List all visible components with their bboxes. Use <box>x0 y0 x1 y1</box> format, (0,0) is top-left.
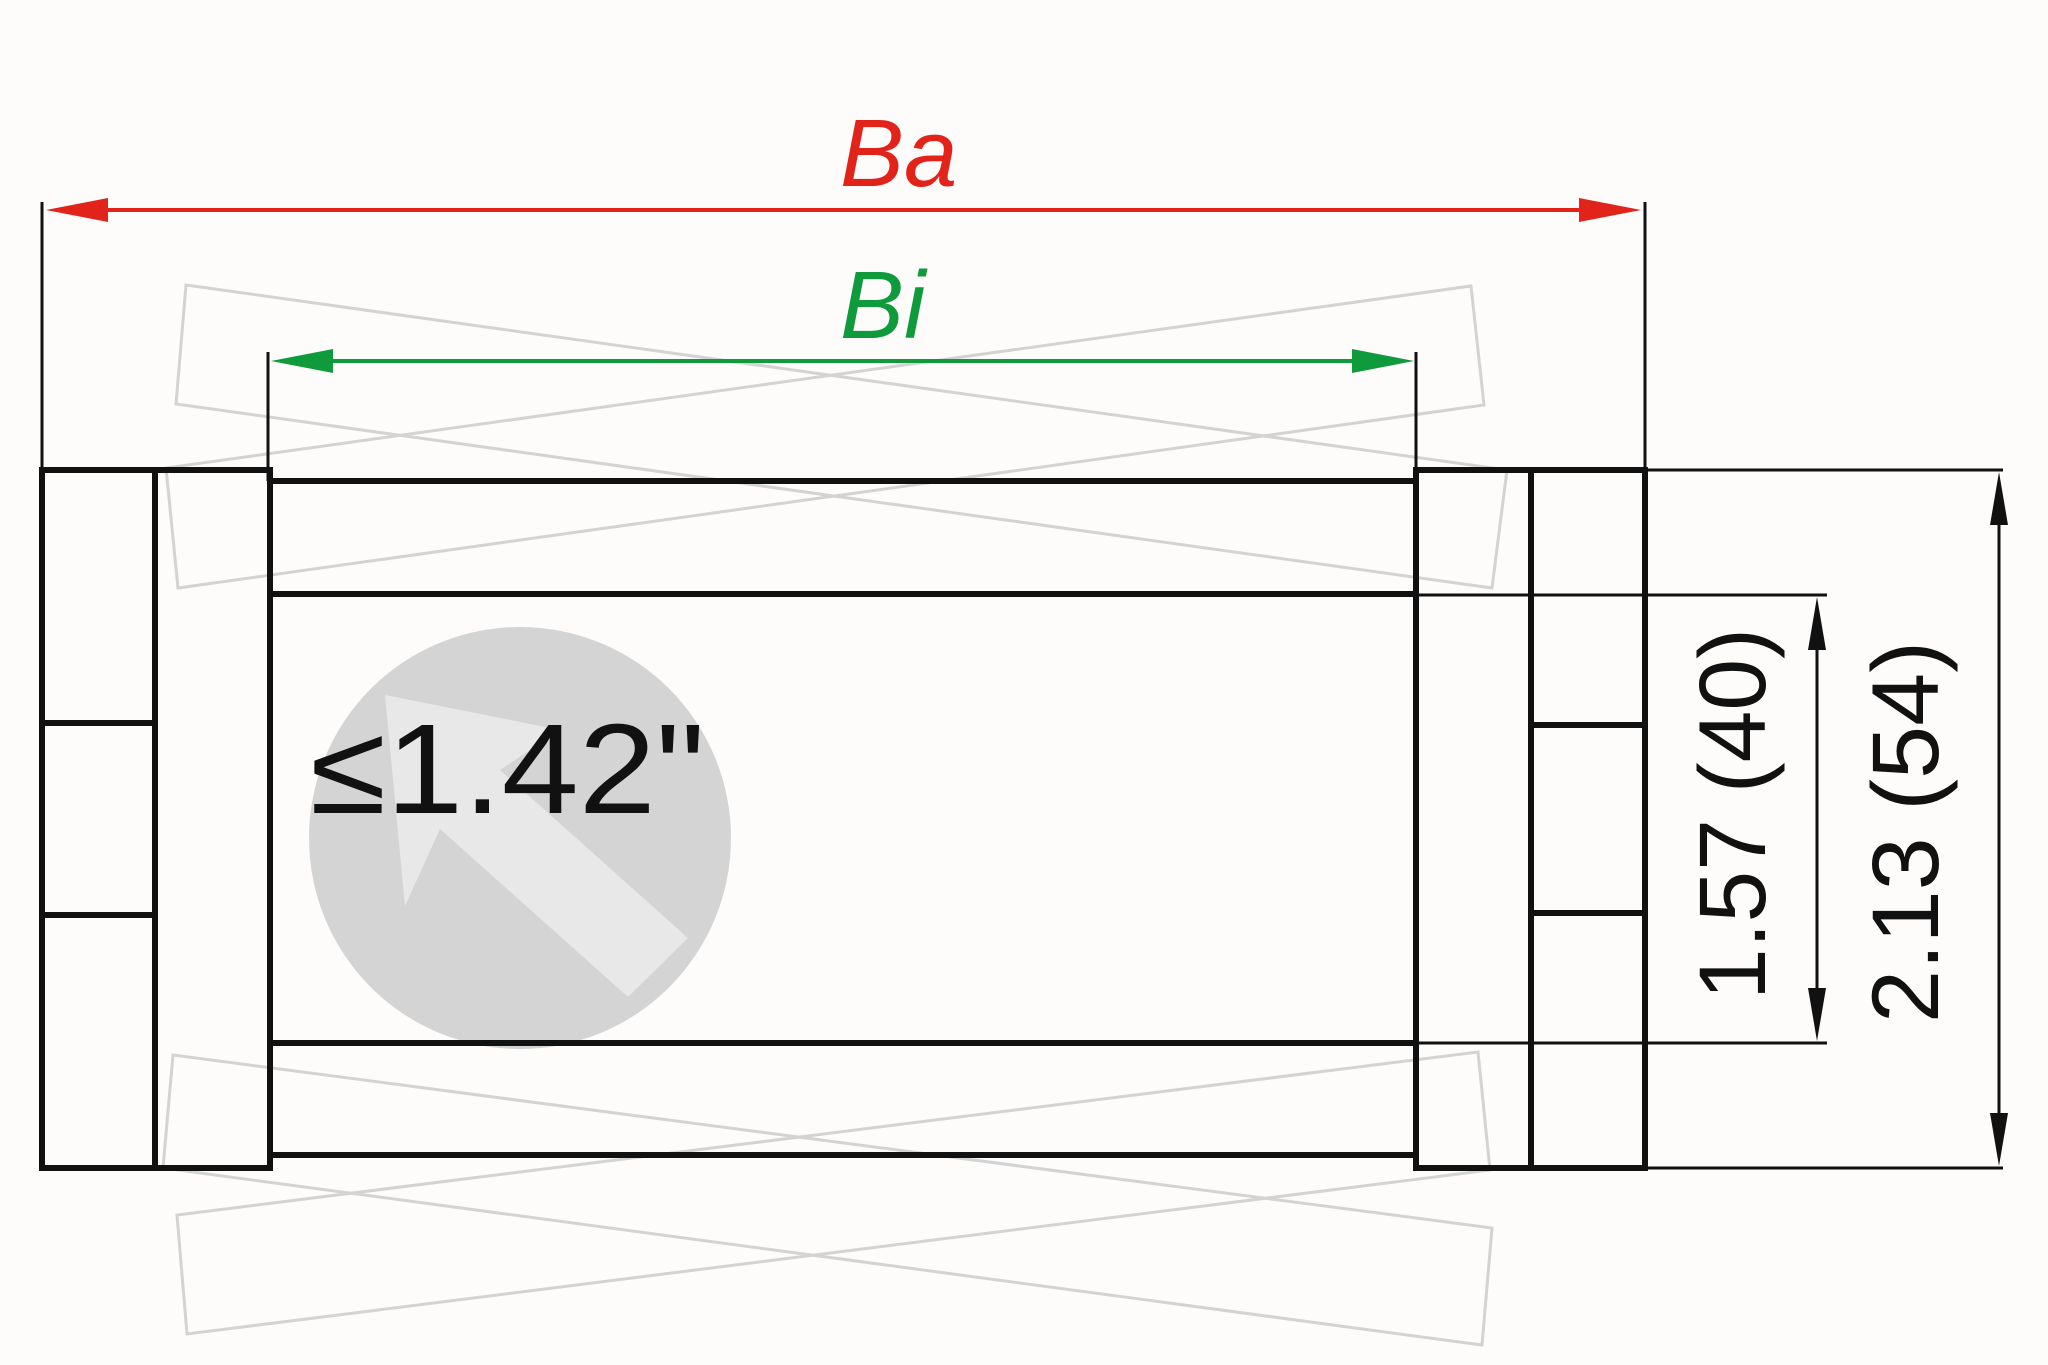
inner-width-arrow-right <box>1352 349 1414 373</box>
outer-width-dimension: Ba <box>46 100 1641 222</box>
extension-lines <box>40 202 2003 1170</box>
inner-height-arrow-bottom <box>1808 988 1826 1041</box>
outer-width-arrow-left <box>46 198 108 222</box>
outer-width-label: Ba <box>840 100 957 207</box>
left-side-plate-outer <box>39 467 158 1171</box>
inner-width-dimension: Bi <box>271 252 1414 373</box>
inner-width-arrow-left <box>271 349 333 373</box>
ghost-crossbar-top-1 <box>174 283 1509 590</box>
ghost-crossbar-bottom-1 <box>161 1053 1494 1347</box>
outer-width-arrow-right <box>1579 198 1641 222</box>
inner-height-dimension: 1.57 (40) <box>1680 597 1826 1041</box>
ghost-crossbar-bottom-2 <box>175 1050 1492 1336</box>
inner-height-arrow-top <box>1808 597 1826 650</box>
right-side-plate-outer <box>1528 467 1648 1171</box>
right-side-plate-inner <box>1413 467 1534 1171</box>
bottom-crossbar <box>267 1040 1419 1158</box>
arrow-up-left-icon <box>385 695 688 997</box>
ghost-crossbars-top <box>164 283 1509 590</box>
ghost-crossbars-bottom <box>161 1050 1494 1347</box>
outer-height-dimension: 2.13 (54) <box>1853 472 2008 1166</box>
outer-height-arrow-bottom <box>1990 1113 2008 1166</box>
outer-height-label: 2.13 (54) <box>1853 641 1959 1023</box>
ghost-crossbar-top-2 <box>164 284 1486 590</box>
left-side-plate-inner <box>152 467 273 1171</box>
top-crossbar <box>267 478 1419 597</box>
outer-height-arrow-top <box>1990 472 2008 525</box>
max-size-badge: ≤1.42" <box>309 627 731 1049</box>
badge-text: ≤1.42" <box>310 698 705 841</box>
carrier-structure <box>39 467 1648 1171</box>
inner-width-label: Bi <box>840 252 928 359</box>
inner-height-label: 1.57 (40) <box>1680 628 1786 1000</box>
